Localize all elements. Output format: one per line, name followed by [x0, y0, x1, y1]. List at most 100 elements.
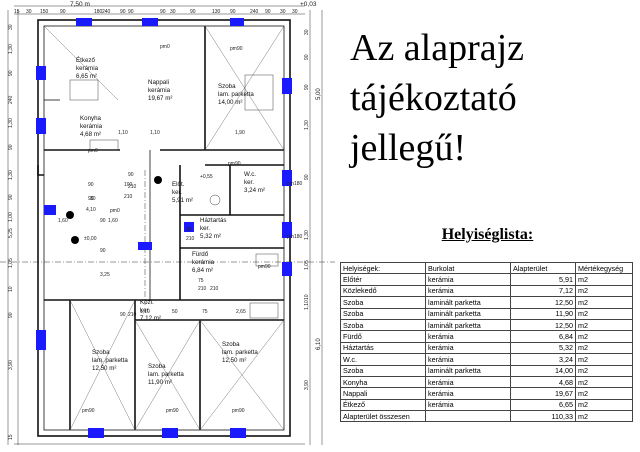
cell-floor: kerámia — [425, 330, 511, 343]
top-dimension: +0,03 — [300, 1, 317, 8]
top-dimension: 180 — [94, 9, 103, 15]
top-dimension: 30 — [280, 9, 286, 15]
interior-dimension: 210 — [124, 194, 133, 200]
cell-unit: m2 — [575, 364, 633, 377]
notice-line-2: tájékoztató — [350, 77, 517, 119]
room-label-name: Fürdő — [192, 251, 209, 258]
interior-dimension: 1,10 — [118, 130, 128, 136]
top-dimension: 90 — [160, 9, 166, 15]
window-label: pm180 — [287, 181, 303, 187]
room-label-area: 7,12 m² — [140, 315, 161, 322]
cell-area: 3,24 — [510, 353, 576, 366]
cell-area: 110,33 — [510, 410, 576, 423]
cell-unit: m2 — [575, 307, 633, 320]
right-dimension: 30 — [304, 29, 310, 35]
cell-room: Közlekedő — [340, 284, 426, 298]
window-label: pm0 — [110, 208, 120, 214]
interior-dimension: 75 — [202, 309, 208, 315]
cell-floor: kerámia — [425, 387, 511, 400]
room-label-floor: kerámia — [192, 259, 215, 266]
room-label-name: Közl. — [140, 299, 154, 306]
interior-dimension: 210 — [198, 286, 207, 292]
room-list-table: Helyiségek: Burkolat Alapterület Mértéke… — [340, 261, 633, 423]
room-label-floor: ker. — [200, 225, 210, 232]
room-label-floor: ker. — [140, 307, 150, 314]
interior-dimension: 75 — [198, 278, 204, 284]
room-label-name: Nappali — [148, 79, 169, 86]
room-label-floor: ker. — [244, 179, 254, 186]
top-dimension: 7,50 m — [70, 1, 90, 8]
cell-unit: m2 — [575, 284, 633, 298]
cell-floor: kerámia — [425, 273, 511, 286]
room-label-name: Háztartás — [200, 217, 226, 224]
right-dimension: 3,90 — [304, 380, 310, 390]
left-dimension: 90 — [8, 194, 14, 200]
left-dimension: 90 — [8, 312, 14, 318]
cell-floor: kerámia — [425, 398, 511, 412]
level-markers — [66, 176, 162, 244]
cell-room: Konyha — [340, 375, 426, 389]
window-label: pm90 — [232, 408, 245, 414]
interior-dimension: 90 — [128, 172, 134, 178]
top-dimension: 90 — [265, 9, 271, 15]
furniture — [69, 74, 279, 319]
cell-floor: kerámia — [425, 284, 511, 298]
cell-area: 6,65 — [510, 398, 576, 412]
interior-dimension: 4,10 — [86, 207, 96, 213]
cell-unit: m2 — [575, 318, 633, 332]
cell-area: 5,32 — [510, 341, 576, 355]
room-label-name: Szoba — [218, 83, 236, 90]
windows — [36, 18, 292, 438]
top-dimension: 90 — [230, 9, 236, 15]
table-header-row: Helyiségek: Burkolat Alapterület Mértéke… — [340, 261, 633, 275]
cell-room: Szoba — [340, 318, 426, 332]
room-label-floor: lam. parketta — [222, 349, 258, 356]
cell-floor: kerámia — [425, 375, 511, 389]
room-list-title: Helyiséglista: — [441, 226, 534, 243]
window-label: pm90 — [82, 408, 95, 414]
cell-room: Alapterület összesen — [340, 410, 426, 423]
top-dimension: 240 — [250, 9, 259, 15]
cell-floor: kerámia — [425, 353, 511, 366]
cell-unit: m2 — [575, 387, 633, 400]
room-label-area: 5,91 m² — [172, 197, 193, 204]
cell-room: Étkező — [340, 398, 426, 412]
room-label-area: 12,50 m² — [222, 357, 246, 364]
cell-room: Nappali — [340, 387, 426, 400]
top-dimension: 15 — [14, 9, 20, 15]
cell-unit: m2 — [575, 330, 633, 343]
interior-dimension: +0,55 — [200, 174, 213, 180]
cell-room: Szoba — [340, 364, 426, 377]
cell-area: 11,90 — [510, 307, 576, 320]
cell-area: 12,50 — [510, 318, 576, 332]
top-dimension: 90 — [60, 9, 66, 15]
interior-dimension: 210 — [210, 286, 219, 292]
cell-area: 7,12 — [510, 284, 576, 298]
room-diagonals — [43, 25, 285, 431]
right-dimension: 1,10 — [304, 300, 310, 310]
room-label-name: Szoba — [148, 363, 166, 370]
interior-dimension: 50 — [172, 309, 178, 315]
room-label-name: Szoba — [92, 349, 110, 356]
room-label-area: 12,50 m² — [92, 365, 116, 372]
cell-area: 4,68 — [510, 375, 576, 389]
interior-dimension: 1,60 — [108, 218, 118, 224]
cell-floor: kerámia — [425, 341, 511, 355]
left-dimension: 90 — [8, 70, 14, 76]
window-label: pm90 — [230, 46, 243, 52]
interior-dimension: 1,10 — [150, 130, 160, 136]
right-dimension: 10 — [304, 294, 310, 300]
left-dimension: 30 — [8, 24, 14, 30]
interior-dimension: 90 — [120, 312, 126, 318]
left-dimension: 1,05 — [8, 258, 14, 268]
room-label-area: 3,24 m² — [244, 187, 265, 194]
cell-area: 14,00 — [510, 364, 576, 377]
interior-dimension: 210 — [186, 236, 195, 242]
left-dimension: 1,30 — [8, 118, 14, 128]
